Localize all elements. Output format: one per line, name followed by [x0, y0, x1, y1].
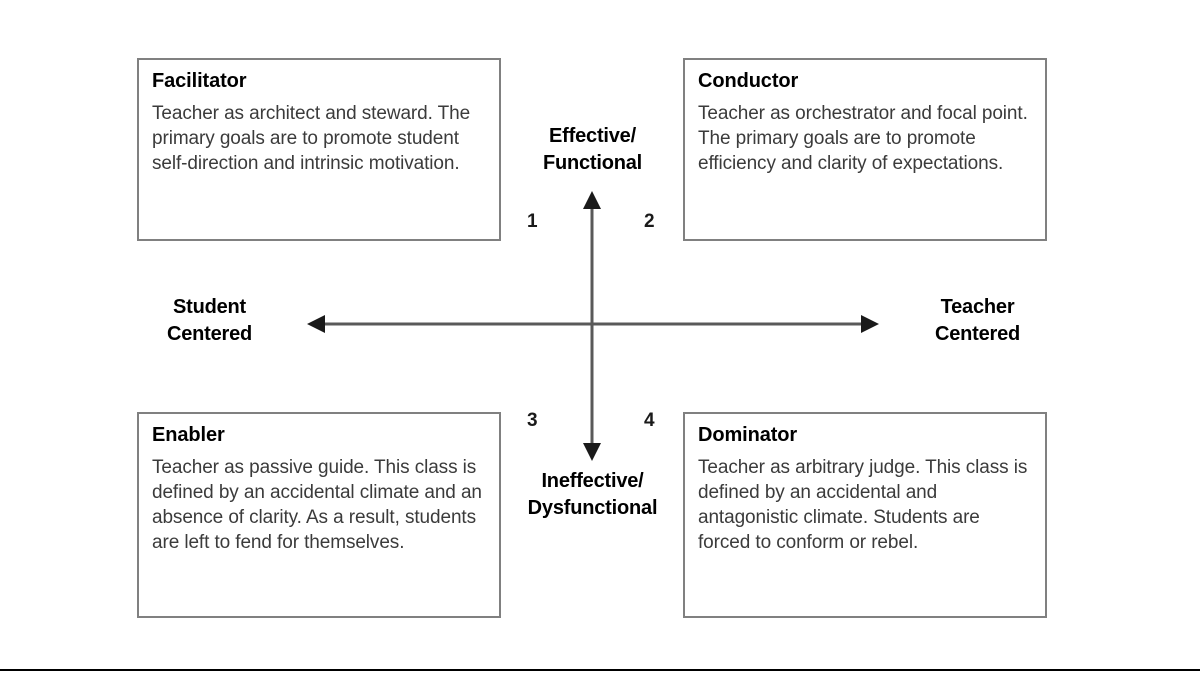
quadrant-number-3: 3 — [527, 410, 538, 431]
arrow-up-icon — [583, 191, 601, 209]
quadrant-box-dominator: Dominator Teacher as arbitrary judge. Th… — [683, 412, 1047, 618]
axis-label-student-centered: Student Centered — [166, 296, 253, 345]
quadrant-title-conductor: Conductor — [698, 70, 799, 92]
quadrant-title-enabler: Enabler — [152, 424, 225, 446]
bottom-divider — [0, 669, 1200, 671]
arrow-down-icon — [583, 443, 601, 461]
quadrant-title-facilitator: Facilitator — [152, 70, 247, 92]
quadrant-number-4: 4 — [644, 410, 655, 431]
quadrant-body-facilitator: Teacher as architect and steward. The pr… — [152, 102, 471, 175]
quadrant-box-facilitator: Facilitator Teacher as architect and ste… — [137, 58, 501, 241]
quadrant-number-2: 2 — [644, 211, 655, 232]
quadrant-box-conductor: Conductor Teacher as orchestrator and fo… — [683, 58, 1047, 241]
quadrant-body-dominator: Teacher as arbitrary judge. This class i… — [698, 456, 1028, 554]
quadrant-body-conductor: Teacher as orchestrator and focal point.… — [698, 102, 1028, 175]
arrow-right-icon — [861, 315, 879, 333]
quadrant-box-enabler: Enabler Teacher as passive guide. This c… — [137, 412, 501, 618]
axis-label-effective-functional: Effective/ Functional — [542, 125, 643, 174]
arrow-left-icon — [307, 315, 325, 333]
quadrant-body-enabler: Teacher as passive guide. This class is … — [152, 456, 482, 554]
quadrant-title-dominator: Dominator — [698, 424, 798, 446]
axis-label-ineffective-dysfunctional: Ineffective/ Dysfunctional — [527, 470, 658, 519]
axis-label-teacher-centered: Teacher Centered — [934, 296, 1021, 345]
quadrant-number-1: 1 — [527, 211, 538, 232]
